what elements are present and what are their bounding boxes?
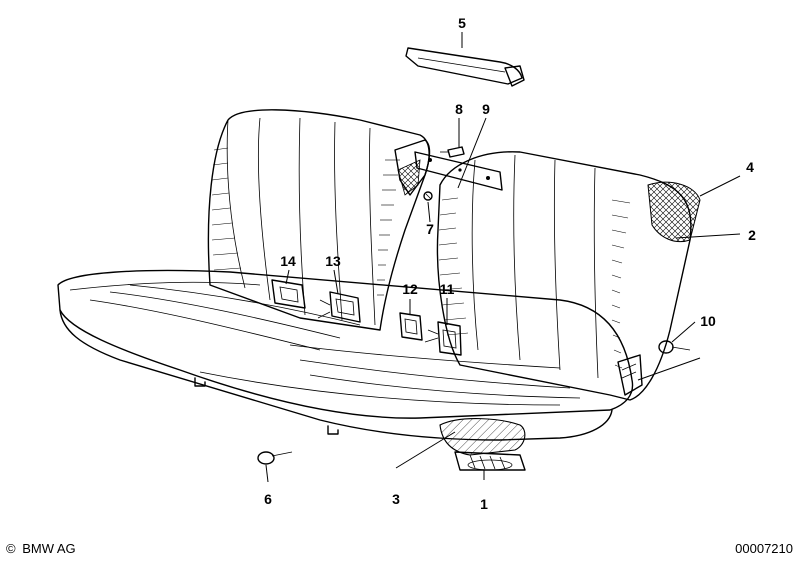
copyright-symbol: © bbox=[6, 541, 16, 556]
callout-13: 13 bbox=[325, 253, 341, 269]
callout-4: 4 bbox=[746, 159, 754, 175]
part-10-clip bbox=[658, 340, 691, 354]
callout-2: 2 bbox=[748, 227, 756, 243]
part-9-hinge-plate bbox=[414, 151, 503, 191]
callout-3: 3 bbox=[392, 491, 400, 507]
callout-10: 10 bbox=[700, 313, 716, 329]
brand-label: BMW AG bbox=[22, 541, 75, 556]
callout-5: 5 bbox=[458, 15, 466, 31]
callout-11: 11 bbox=[440, 281, 455, 297]
callout-6: 6 bbox=[264, 491, 272, 507]
part-7-screw bbox=[423, 191, 433, 201]
part-12-buckle-guide bbox=[399, 312, 423, 341]
backrest-right bbox=[436, 151, 701, 401]
callout-12: 12 bbox=[402, 281, 418, 297]
callout-14: 14 bbox=[280, 253, 296, 269]
callout-1: 1 bbox=[480, 496, 488, 512]
seat-cushion bbox=[57, 269, 634, 441]
part-11-buckle-guide bbox=[424, 321, 462, 356]
part-5-trim-strip bbox=[405, 47, 525, 87]
callout-7: 7 bbox=[426, 221, 434, 237]
part-1-latch bbox=[454, 451, 526, 471]
part-3-latch-cover bbox=[439, 418, 526, 456]
callout-8: 8 bbox=[455, 101, 463, 117]
leader-lines bbox=[265, 32, 741, 483]
svg-text:© BMW AG: © BMW AG bbox=[6, 541, 76, 556]
callout-labels: 5 8 9 7 4 2 10 14 13 12 11 3 1 6 bbox=[264, 15, 756, 512]
part-13-buckle-guide bbox=[317, 291, 361, 323]
part-6-clip bbox=[257, 451, 293, 465]
backrest-left bbox=[207, 109, 431, 331]
part-8-bolt bbox=[440, 146, 465, 158]
diagram-number: 00007210 bbox=[735, 541, 793, 556]
footer: © BMW AG 00007210 bbox=[6, 541, 793, 556]
part-14-buckle-guide bbox=[271, 279, 306, 309]
callout-9: 9 bbox=[482, 101, 490, 117]
